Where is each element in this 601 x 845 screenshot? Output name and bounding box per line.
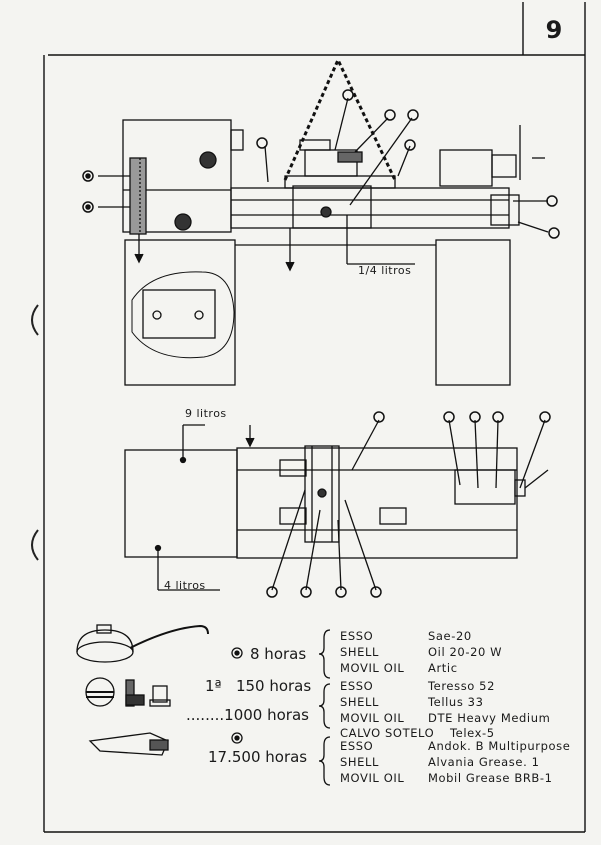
brace xyxy=(318,736,331,786)
gear-train xyxy=(129,157,147,235)
interval-150-hours: 1ª 150 horas xyxy=(205,677,312,695)
oil-level-window-icon xyxy=(199,151,217,169)
lubrication-point-icons xyxy=(266,411,551,598)
cabinet-left xyxy=(124,239,236,386)
lubrication-point-icons xyxy=(82,89,560,239)
cabinet-right xyxy=(435,239,511,386)
volume-label-quarter-litre: 1/4 litros xyxy=(358,264,412,277)
tool-post xyxy=(304,149,358,177)
oil-brush-icon xyxy=(85,677,171,707)
interval-1000-hours: ........1000 horas xyxy=(186,706,309,724)
volume-label-9-litres: 9 litros xyxy=(185,407,227,420)
volume-label-4-litres: 4 litros xyxy=(164,579,206,592)
bed-plan xyxy=(236,447,518,559)
brace xyxy=(318,683,331,729)
cross-slide xyxy=(304,445,340,543)
binder-hole-icon xyxy=(31,304,39,336)
page-number: 9 xyxy=(545,16,563,44)
interval-8-hours: 8 horas xyxy=(250,645,307,663)
oil-level-window-icon xyxy=(174,213,192,231)
brace xyxy=(318,629,331,679)
oil-can-icon xyxy=(76,624,209,663)
grease-tube-icon xyxy=(88,732,169,756)
lifting-chain xyxy=(283,56,397,181)
binder-hole-icon xyxy=(31,529,39,561)
interval-17500-hours: 17.500 horas xyxy=(208,748,308,766)
carriage xyxy=(292,185,372,229)
motor xyxy=(142,289,216,339)
